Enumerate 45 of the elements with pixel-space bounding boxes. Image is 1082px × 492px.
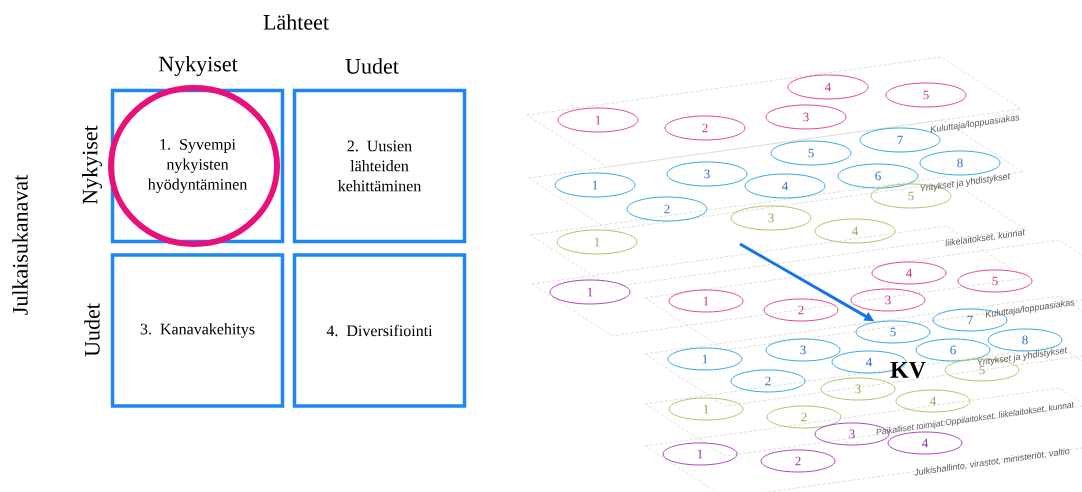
ellipse-node: 3 bbox=[850, 288, 926, 312]
axis-label: Lähteet bbox=[263, 14, 329, 30]
layer-label: liikelaitokset, kunnat bbox=[945, 229, 1025, 247]
ellipse-node: 4 bbox=[895, 389, 971, 413]
axis-label: Uudet bbox=[84, 303, 100, 357]
ellipse-node: 2 bbox=[766, 405, 842, 429]
ellipse-node: 5 bbox=[770, 140, 852, 166]
ellipse-node: 1 bbox=[557, 107, 639, 133]
ellipse-node: 5 bbox=[855, 320, 931, 344]
ellipse-node: 6 bbox=[837, 163, 919, 189]
ellipse-node: 5 bbox=[957, 269, 1033, 293]
axis-label: Nykyiset bbox=[158, 56, 238, 76]
ellipse-node: 1 bbox=[667, 347, 743, 371]
ellipse-node: 2 bbox=[626, 196, 708, 222]
quadrant-box: 2. Uusien lähteiden kehittäminen bbox=[292, 88, 467, 244]
layer-label: Yritykset ja yhdistykset bbox=[977, 347, 1067, 366]
kv-label: KV bbox=[890, 361, 926, 378]
ellipse-node: 1 bbox=[668, 289, 744, 313]
ellipse-node: 1 bbox=[662, 442, 738, 466]
ellipse-node: 5 bbox=[885, 82, 967, 108]
ellipse-node: 4 bbox=[787, 74, 869, 100]
axis-label: Uudet bbox=[345, 58, 399, 74]
ellipse-node: 1 bbox=[554, 172, 636, 198]
ellipse-node: 4 bbox=[871, 261, 947, 285]
ellipse-node: 4 bbox=[744, 173, 826, 199]
quadrant-box: 3. Kanavakehitys bbox=[110, 253, 285, 408]
axis-label: Nykyiset bbox=[82, 125, 102, 205]
ellipse-node: 3 bbox=[666, 161, 748, 187]
layer-label: Yritykset ja yhdistykset bbox=[920, 173, 1010, 192]
ellipse-node: 2 bbox=[664, 115, 746, 141]
ellipse-node: 8 bbox=[919, 150, 1001, 176]
axis-label: Julkaisukanavat bbox=[12, 174, 28, 315]
ellipse-node: 3 bbox=[820, 377, 896, 401]
ellipse-node: 3 bbox=[730, 205, 812, 231]
quadrant-box: 1. Syvempi nykyisten hyödyntäminen bbox=[110, 88, 285, 244]
ellipse-node: 2 bbox=[730, 369, 806, 393]
ellipse-node: 3 bbox=[765, 104, 847, 130]
ellipse-node: 2 bbox=[760, 449, 836, 473]
ellipse-node: 2 bbox=[763, 298, 839, 322]
quadrant-box: 4. Diversifiointi bbox=[292, 253, 467, 408]
ellipse-node: 1 bbox=[668, 397, 744, 421]
ellipse-node: 4 bbox=[814, 218, 896, 244]
ellipse-node: 1 bbox=[556, 229, 638, 255]
ellipse-node: 3 bbox=[765, 338, 841, 362]
ellipse-node: 1 bbox=[549, 279, 631, 305]
